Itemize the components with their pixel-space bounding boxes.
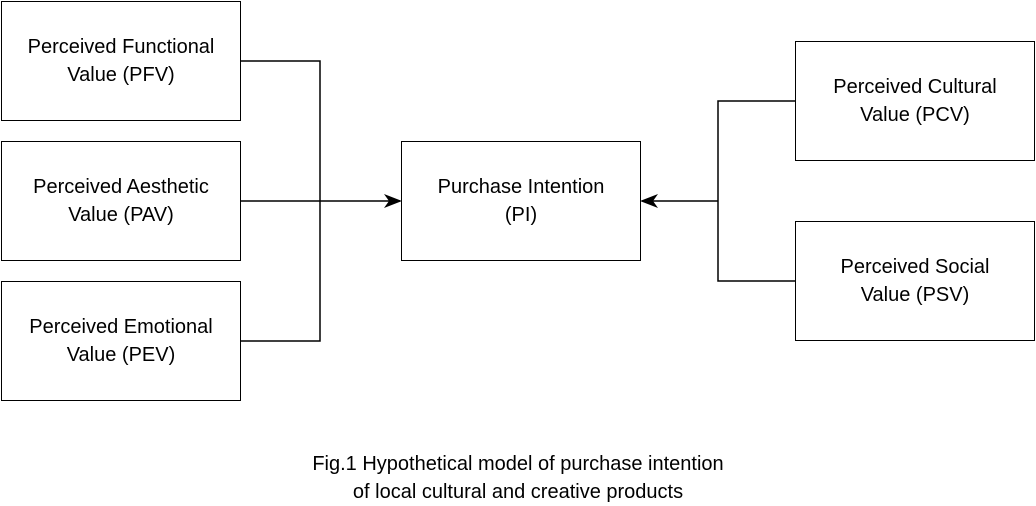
node-pfv-line2: Value (PFV) <box>67 64 175 86</box>
node-pev-line2: Value (PEV) <box>66 344 176 366</box>
node-psv-line1: Perceived Social <box>840 256 990 278</box>
node-pfv: Perceived Functional Value (PFV) <box>1 1 241 121</box>
node-pi-line1: Purchase Intention <box>437 176 605 198</box>
node-pi: Purchase Intention (PI) <box>401 141 641 261</box>
node-pfv-line1: Perceived Functional <box>27 36 215 58</box>
edge-pcv-to-pi <box>717 100 795 201</box>
node-pav-line2: Value (PAV) <box>68 204 174 226</box>
node-pav: Perceived Aesthetic Value (PAV) <box>1 141 241 261</box>
node-psv-line2: Value (PSV) <box>860 284 970 306</box>
node-pcv-line1: Perceived Cultural <box>833 76 997 98</box>
node-pi-line2: (PI) <box>504 204 538 226</box>
node-pev-line1: Perceived Emotional <box>29 316 213 338</box>
edge-psv-to-pi <box>717 201 795 282</box>
figure-caption-line2: of local cultural and creative products <box>352 481 684 503</box>
node-pcv-line2: Value (PCV) <box>860 104 970 126</box>
figure-caption: Fig.1 Hypothetical model of purchase int… <box>258 450 778 506</box>
node-psv: Perceived Social Value (PSV) <box>795 221 1035 341</box>
figure-caption-line1: Fig.1 Hypothetical model of purchase int… <box>312 453 724 475</box>
edge-pev-to-pi <box>241 201 321 342</box>
node-pev: Perceived Emotional Value (PEV) <box>1 281 241 401</box>
edge-pfv-to-pi <box>241 60 321 201</box>
node-pcv: Perceived Cultural Value (PCV) <box>795 41 1035 161</box>
node-pav-line1: Perceived Aesthetic <box>33 176 209 198</box>
